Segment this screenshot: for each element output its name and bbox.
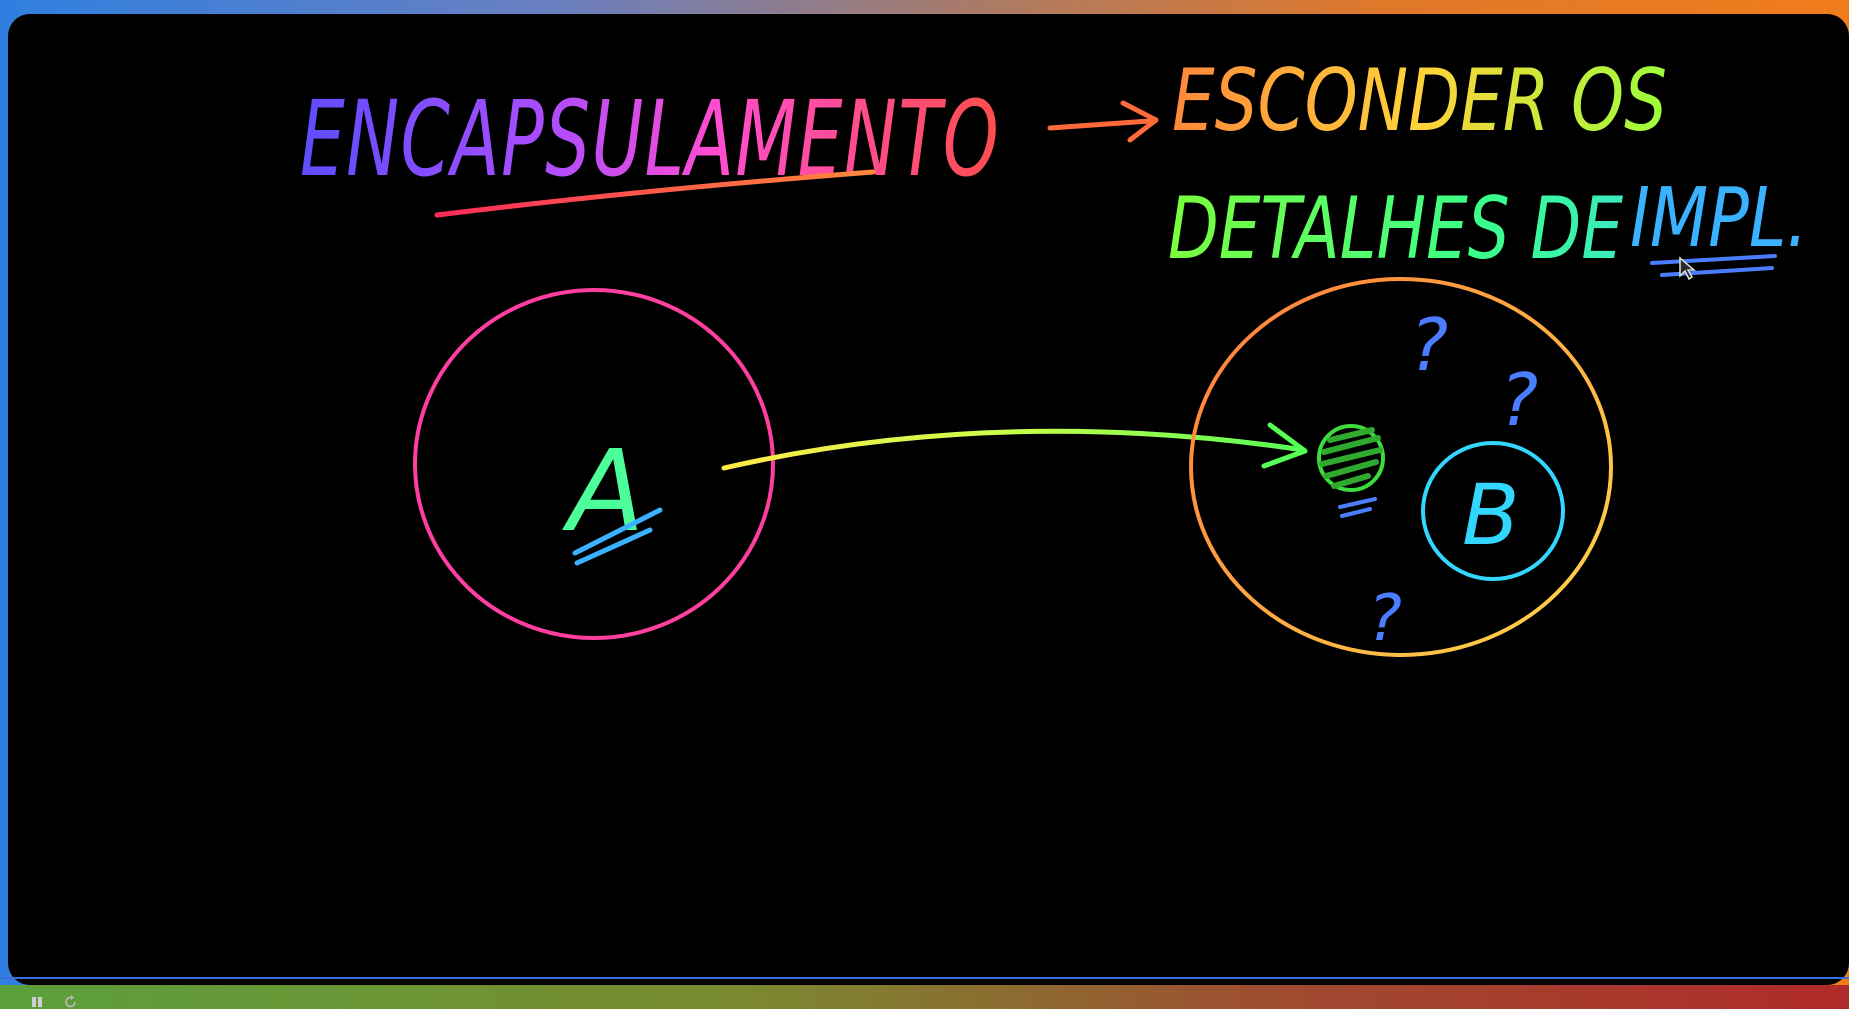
- question-mark-2: ?: [1500, 358, 1538, 442]
- whiteboard-drawing: ENCAPSULAMENTO ESCONDER OS DETALHES DE I…: [300, 51, 1808, 657]
- definition-arrow-head: [1120, 100, 1159, 143]
- circle-b: [1189, 277, 1613, 657]
- player-controls: [0, 995, 76, 1009]
- definition-line-1: ESCONDER OS: [1172, 51, 1667, 151]
- label-a-underline-2: [574, 527, 653, 566]
- definition-impl: IMPL.: [1630, 171, 1808, 266]
- question-mark-1: ?: [1410, 303, 1448, 387]
- play-pause-icon-bar: [38, 997, 42, 1007]
- connection-arrow: [721, 428, 1307, 471]
- interface-underline-2: [1340, 507, 1372, 518]
- impl-underline-1: [1650, 254, 1777, 265]
- circle-b-inner: [1421, 441, 1565, 581]
- replay-icon[interactable]: [64, 995, 78, 1009]
- playback-progress-bar[interactable]: [0, 977, 1849, 979]
- title-encapsulamento: ENCAPSULAMENTO: [300, 78, 1000, 200]
- connection-arrow-head: [1261, 422, 1308, 469]
- definition-arrow: [1047, 118, 1153, 131]
- label-a-underline-1: [572, 507, 663, 556]
- window-frame-bottom: [0, 985, 1849, 1009]
- interface-underline-1: [1338, 497, 1377, 509]
- interface-dot-hatch: [1319, 427, 1383, 489]
- impl-underline-2: [1660, 266, 1774, 277]
- play-pause-icon[interactable]: [32, 997, 36, 1007]
- mouse-cursor-icon: [1679, 256, 1697, 281]
- definition-line-2: DETALHES DE: [1168, 179, 1624, 279]
- whiteboard-canvas: ENCAPSULAMENTO ESCONDER OS DETALHES DE I…: [8, 14, 1849, 985]
- circle-a: [413, 288, 775, 640]
- label-a: A: [562, 427, 645, 557]
- title-underline: [434, 169, 876, 218]
- question-mark-3: ?: [1368, 582, 1402, 656]
- interface-dot: [1317, 424, 1385, 492]
- label-b: B: [1462, 466, 1520, 564]
